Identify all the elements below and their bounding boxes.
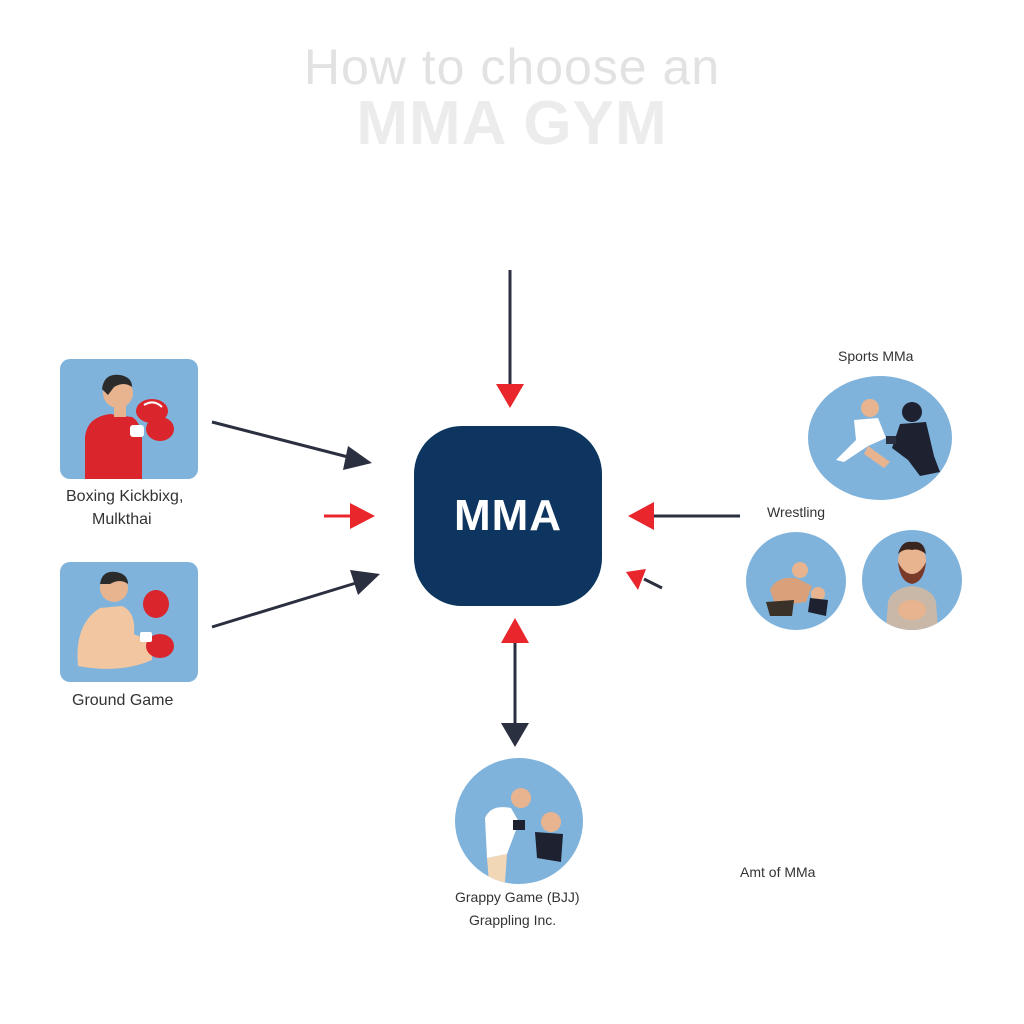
title-line-1: How to choose an bbox=[303, 39, 721, 95]
arrow-left-lower bbox=[211, 581, 357, 629]
sports-mma-circle bbox=[808, 376, 952, 500]
arrow-left-upper-head bbox=[343, 446, 372, 470]
sports-mma-label: Sports MMa bbox=[838, 348, 914, 364]
mma-hub: MMA bbox=[414, 426, 602, 606]
art-of-mma-circle bbox=[862, 530, 962, 630]
wrestling-label: Wrestling bbox=[767, 504, 826, 520]
arrow-left-middle-head bbox=[350, 503, 375, 529]
grappling-label-line-1: Grappy Game (BJJ) bbox=[455, 889, 580, 905]
bearded-fighter-icon bbox=[886, 541, 938, 630]
striking-tile bbox=[60, 359, 198, 479]
arrow-left-upper bbox=[211, 420, 353, 460]
art-of-mma-label: Amt of MMa bbox=[740, 864, 816, 880]
arrow-right-small-head bbox=[626, 569, 646, 590]
grappling-circle bbox=[455, 758, 583, 884]
boxer-red-gloves-icon bbox=[85, 374, 174, 479]
wrestling-circle bbox=[746, 532, 846, 630]
arrow-bottom-head-up bbox=[501, 618, 529, 643]
wrestlers-icon bbox=[766, 562, 828, 616]
grappling-label-line-2: Grappling Inc. bbox=[469, 912, 557, 928]
striking-label-line-2: Mulkthai bbox=[92, 511, 152, 528]
seated-boxer-icon bbox=[77, 571, 174, 669]
sparring-fighters-icon bbox=[836, 399, 940, 476]
arrow-right-small bbox=[643, 577, 663, 590]
hub-label: MMA bbox=[453, 491, 563, 540]
arrow-top-head bbox=[496, 384, 524, 408]
arrow-right-middle-head bbox=[628, 502, 654, 530]
title-line-2: MMA GYM bbox=[356, 89, 668, 158]
arrow-bottom-head-down bbox=[501, 723, 529, 747]
ground-tile bbox=[60, 562, 198, 682]
ground-label: Ground Game bbox=[72, 692, 174, 709]
grappling-fighters-icon bbox=[485, 788, 563, 882]
arrow-left-lower-head bbox=[350, 570, 380, 595]
striking-label-line-1: Boxing Kickbixg, bbox=[66, 488, 184, 505]
